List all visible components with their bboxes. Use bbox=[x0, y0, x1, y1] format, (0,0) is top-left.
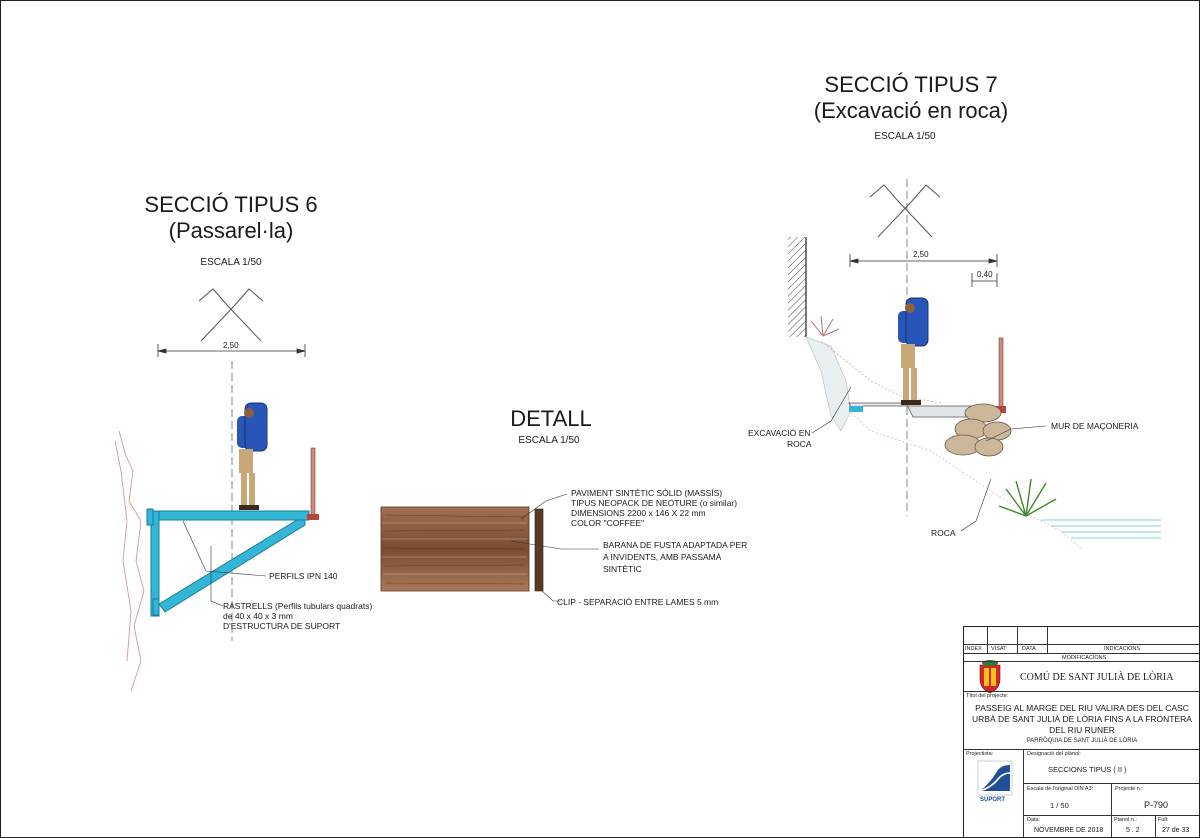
section6-railing bbox=[307, 447, 319, 520]
section7-plant bbox=[998, 478, 1057, 517]
tb-data-label: Data: bbox=[1027, 817, 1041, 823]
section7-title: SECCIÓ TIPUS 7 bbox=[824, 72, 998, 97]
section6-note-rastrells-3: D'ESTRUCTURA DE SUPORT bbox=[223, 621, 341, 631]
tb-owner: COMÚ DE SANT JULIÀ DE LÒRIA bbox=[1020, 672, 1174, 683]
section7-masonry-wall bbox=[944, 403, 1012, 457]
tb-designacio: SECCIONS TIPUS ( II ) bbox=[1048, 765, 1127, 774]
tb-escala: 1 / 50 bbox=[1050, 801, 1069, 810]
tb-logo-text: SUPORT bbox=[980, 797, 1006, 803]
tb-col-data: DATA bbox=[1022, 646, 1036, 652]
section6-note-profiles: PERFILS IPN 140 bbox=[269, 571, 338, 581]
section6-scale: ESCALA 1/50 bbox=[200, 257, 262, 268]
section7-bush bbox=[810, 315, 840, 337]
section7-note-roca: ROCA bbox=[931, 528, 956, 538]
tb-projecte-label: Projecte n.: bbox=[1115, 786, 1143, 792]
tb-full: 27 de 33 bbox=[1162, 827, 1190, 834]
section7-note-excavacio-2: ROCA bbox=[787, 439, 812, 449]
section6-dimension bbox=[157, 344, 306, 357]
detail-title: DETALL bbox=[510, 406, 592, 431]
section6-subtitle: (Passarel·la) bbox=[168, 218, 294, 243]
title-block: INDEX VISAT DATA INDICACIONS MODIFICACIO… bbox=[963, 626, 1199, 837]
detail-drawing bbox=[380, 493, 599, 602]
section6-steel-structure bbox=[146, 508, 310, 617]
tb-parish: PARRÒQUIA DE SANT JULIÀ DE LÒRIA bbox=[1026, 738, 1138, 744]
section6-note-rastrells-1: RASTRELLS (Perfils tubulars quadrats) bbox=[223, 601, 373, 611]
tb-data: NOVEMBRE DE 2018 bbox=[1034, 827, 1104, 834]
tb-designacio-label: Designació del plànol: bbox=[1027, 751, 1081, 757]
detail-note-barana-1: BARANA DE FUSTA ADAPTADA PER bbox=[603, 540, 748, 550]
suport-logo bbox=[977, 760, 1013, 796]
section6-hiker-figure bbox=[237, 402, 268, 510]
tb-project-line2: URBÀ DE SANT JULIÀ DE LÒRIA FINS A LA FR… bbox=[972, 714, 1192, 724]
section6-title: SECCIÓ TIPUS 6 bbox=[144, 192, 318, 217]
tb-col-visat: VISAT bbox=[991, 646, 1007, 652]
tb-modificacions: MODIFICACIONS bbox=[1062, 655, 1107, 661]
tb-project-label: Títol del projecte: bbox=[966, 693, 1009, 699]
section7-dimensions bbox=[849, 254, 998, 287]
section6-rock-face bbox=[114, 430, 145, 692]
detail-note-paviment-4: COLOR "COFFEE" bbox=[571, 518, 645, 528]
tb-full-label: Full: bbox=[1158, 817, 1169, 823]
tb-escala-label: Escala de l'original DIN A3: bbox=[1027, 786, 1094, 792]
section7-subtitle: (Excavació en roca) bbox=[813, 98, 1009, 123]
tb-project-line1: PASSEIG AL MARGE DEL RIU VALIRA DES DEL … bbox=[975, 703, 1189, 713]
section7-axis-symbol bbox=[869, 184, 941, 238]
section7-terrain bbox=[805, 336, 1082, 550]
detail-note-paviment-2: TIPUS NEOPACK DE NEOTURE (o similar) bbox=[571, 498, 738, 508]
tb-col-indicacions: INDICACIONS bbox=[1104, 646, 1141, 652]
tb-planol-label: Planol n.: bbox=[1114, 817, 1137, 823]
detail-note-clip: CLIP - SEPARACIÓ ENTRE LAMES 5 mm bbox=[557, 597, 719, 607]
detail-note-paviment-1: PAVIMENT SINTÈTIC SÒLID (MASSÍS) bbox=[571, 488, 723, 498]
section7-note-mur: MUR DE MAÇONERIA bbox=[1051, 421, 1139, 431]
section6-dim-width: 2,50 bbox=[223, 341, 239, 350]
section7-scale: ESCALA 1/50 bbox=[874, 131, 936, 142]
section6-axis-symbol bbox=[198, 288, 264, 342]
tb-project-line3: DEL RIU RUNER bbox=[1049, 725, 1115, 735]
tb-projectista-label: Projectista: bbox=[966, 751, 994, 757]
section6-drawing bbox=[114, 288, 319, 692]
section7-note-excavacio-1: EXCAVACIÓ EN bbox=[748, 428, 811, 438]
section7-drawing bbox=[788, 179, 1161, 550]
section6-note-rastrells-2: de 40 x 40 x 3 mm bbox=[223, 611, 293, 621]
detail-scale: ESCALA 1/50 bbox=[518, 435, 580, 446]
detail-note-barana-3: SINTÈTIC bbox=[603, 564, 642, 574]
tb-projecte: P-790 bbox=[1144, 800, 1169, 810]
tb-col-index: INDEX bbox=[965, 646, 982, 652]
section7-hiker-figure bbox=[898, 297, 929, 405]
tb-planol: 5 . 2 bbox=[1126, 827, 1140, 834]
section7-water bbox=[1041, 519, 1161, 539]
section7-dim-small: 0,40 bbox=[977, 270, 993, 279]
detail-note-paviment-3: DIMENSIONS 2200 x 146 X 22 mm bbox=[571, 508, 706, 518]
detail-note-barana-2: A INVIDENTS, AMB PASSAMÀ bbox=[603, 552, 722, 562]
section7-dim-width: 2,50 bbox=[913, 250, 929, 259]
